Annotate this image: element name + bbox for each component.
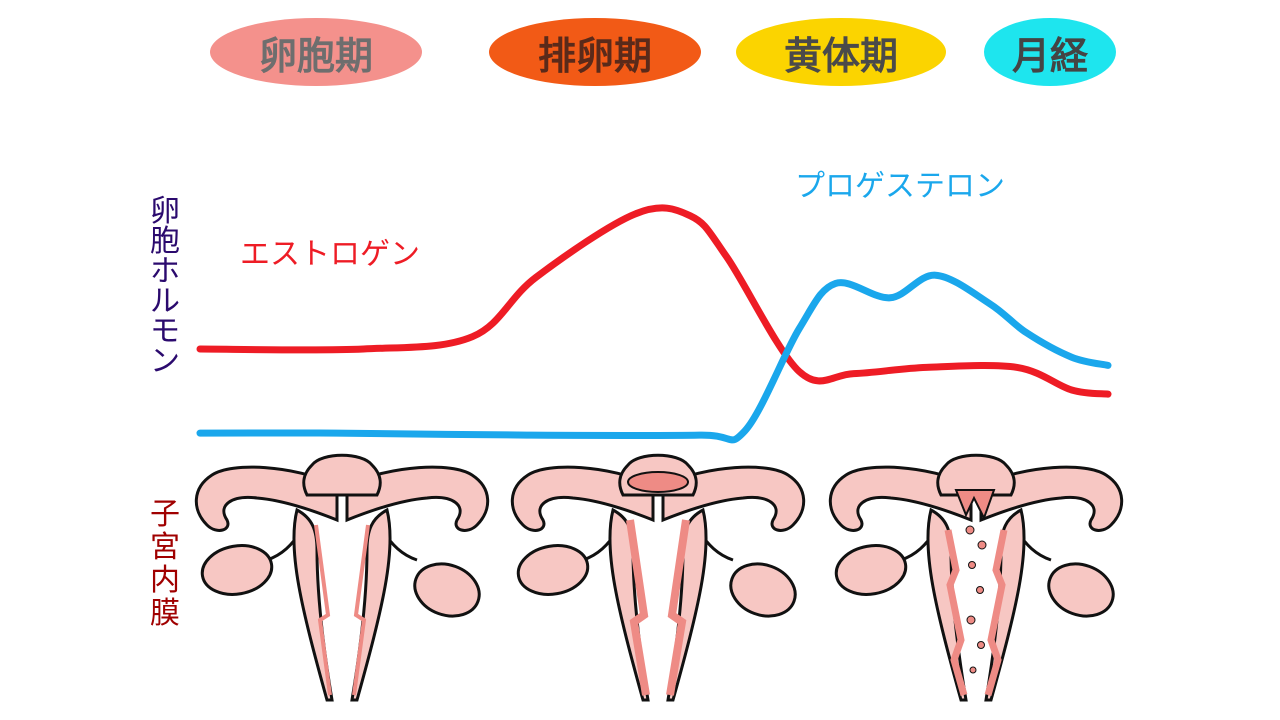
estrogen-line [196, 204, 1112, 398]
phase-ovulation-label: 排卵期 [537, 33, 652, 78]
phase-follicular: 卵胞期 [210, 18, 422, 86]
estrogen-series-label: エストロゲン [240, 237, 420, 272]
uterus-stage-3 [828, 453, 1124, 702]
phase-luteal-label: 黄体期 [783, 33, 898, 78]
uterus-stage-2 [510, 453, 806, 702]
hormone-side-label: 卵胞ホルモン [150, 194, 180, 379]
phase-follicular-label: 卵胞期 [258, 33, 373, 78]
progesterone-series-label: プロゲステロン [795, 169, 1005, 204]
endometrium-side-label: 子宮内膜 [150, 497, 180, 631]
uterus-stage-1 [194, 453, 490, 702]
progesterone-line [196, 271, 1112, 444]
phase-menstruation-label: 月経 [1011, 33, 1088, 78]
phase-ovulation: 排卵期 [489, 18, 701, 86]
phase-luteal: 黄体期 [736, 18, 946, 86]
phase-menstruation: 月経 [984, 18, 1116, 86]
